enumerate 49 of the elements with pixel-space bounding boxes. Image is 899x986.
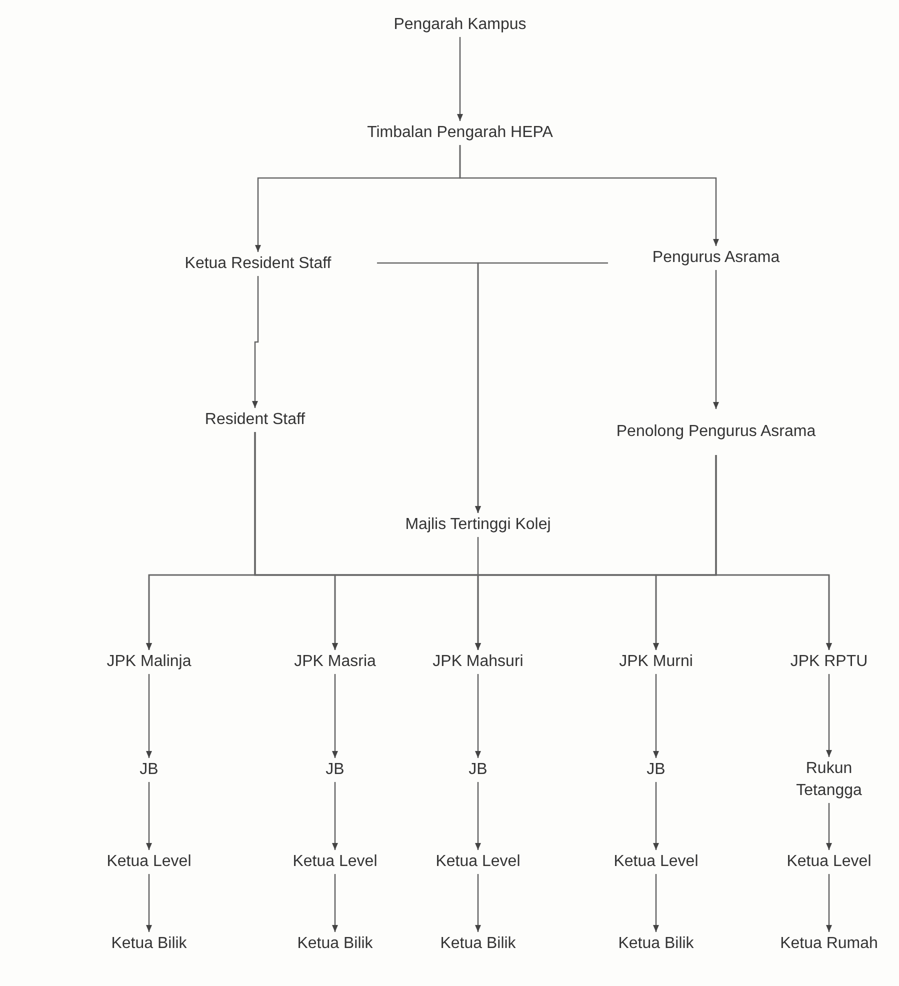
role-label: Ketua Level	[292, 852, 378, 872]
role-label: Ketua Level	[786, 852, 872, 872]
arrow	[826, 874, 832, 932]
arrow	[475, 537, 481, 650]
role-label: Ketua Resident Staff	[184, 254, 332, 274]
role-label: JB	[468, 760, 488, 780]
arrow	[475, 874, 481, 932]
role-label: Ketua Level	[436, 852, 520, 872]
role-label: JB	[646, 760, 666, 780]
role-label: Majlis Tertinggi Kolej	[405, 515, 551, 535]
role-label: Pengurus Asrama	[652, 248, 780, 268]
arrow	[146, 782, 152, 850]
role-label: Penolong Pengurus Asrama	[616, 422, 816, 442]
role-label: Ketua Level	[106, 852, 192, 872]
arrow	[457, 37, 463, 121]
role-label: Timbalan Pengarah HEPA	[367, 123, 553, 143]
arrow	[332, 674, 338, 758]
arrow	[146, 674, 152, 758]
role-label: Ketua Rumah	[780, 934, 878, 954]
arrow	[826, 674, 832, 757]
arrow	[332, 874, 338, 932]
role-label: Ketua Bilik	[297, 934, 373, 954]
role-label: Ketua Level	[614, 852, 698, 872]
role-label: JPK Murni	[619, 652, 693, 672]
arrow	[252, 276, 259, 408]
role-label: Ketua Bilik	[618, 934, 694, 954]
role-label: Ketua Bilik	[440, 934, 516, 954]
role-label: Pengarah Kampus	[394, 15, 526, 35]
role-label: JB	[326, 760, 344, 780]
arrow	[713, 270, 719, 409]
role-label: Rukun Tetangga	[795, 759, 863, 801]
role-label: JPK Mahsuri	[432, 652, 524, 672]
arrow	[475, 782, 481, 850]
role-label: Ketua Bilik	[111, 934, 187, 954]
arrow	[653, 782, 659, 850]
arrow	[475, 262, 608, 513]
role-label: JPK Masria	[294, 652, 376, 672]
arrow	[653, 874, 659, 932]
role-label: JPK Malinja	[106, 652, 192, 672]
arrow	[146, 874, 152, 932]
arrow	[653, 674, 659, 758]
arrow	[715, 455, 832, 650]
arrow	[826, 803, 832, 850]
arrow	[332, 782, 338, 850]
role-label: Resident Staff	[204, 410, 306, 430]
arrow	[459, 145, 719, 246]
role-label: JB	[140, 760, 158, 780]
arrow	[475, 674, 481, 758]
role-label: JPK RPTU	[790, 652, 868, 672]
